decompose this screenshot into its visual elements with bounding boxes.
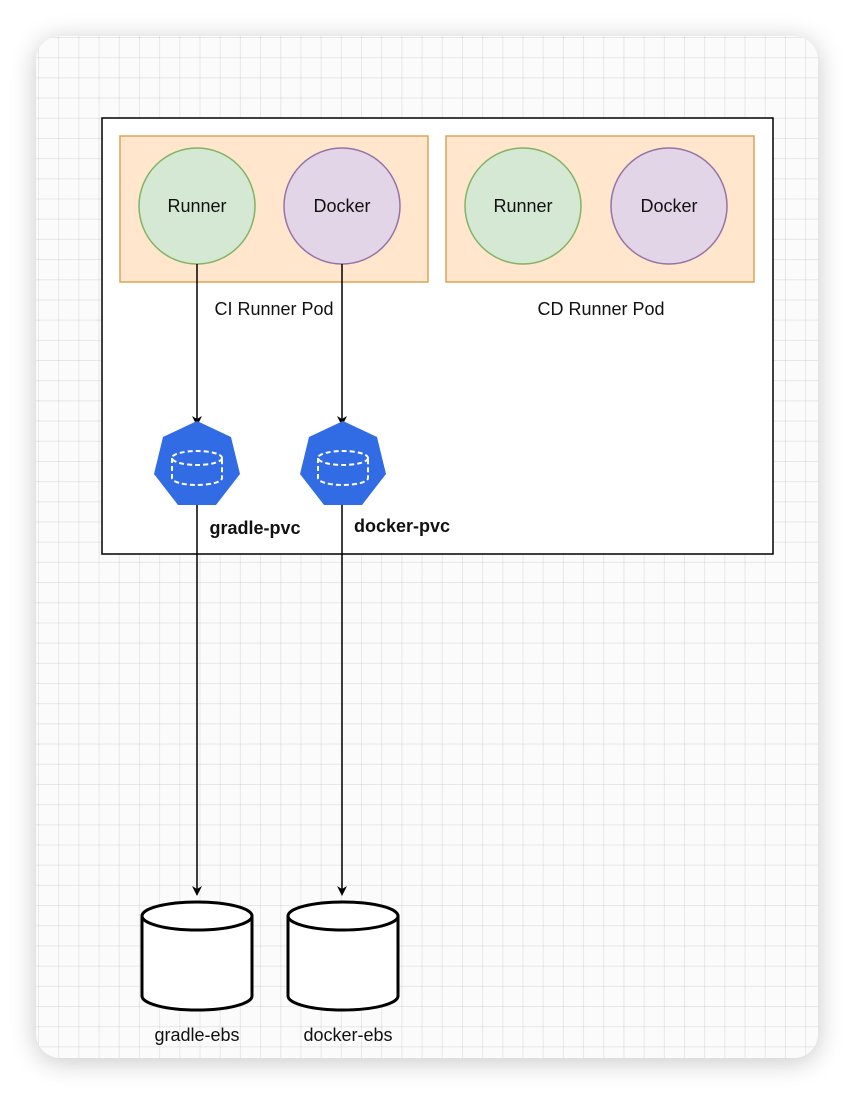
- cd-runner-pod-label: CD Runner Pod: [537, 299, 664, 319]
- docker-pvc[interactable]: docker-pvc: [300, 421, 450, 536]
- database-cylinder-icon: [286, 900, 400, 1012]
- ci-docker-label: Docker: [313, 196, 370, 216]
- database-cylinder-icon: [140, 900, 254, 1012]
- cd-runner-label: Runner: [493, 196, 552, 216]
- gradle-pvc-label: gradle-pvc: [209, 518, 300, 538]
- cd-docker-container[interactable]: [610, 147, 728, 265]
- ci-runner-pod-label: CI Runner Pod: [214, 299, 333, 319]
- docker-pvc-label: docker-pvc: [354, 516, 450, 536]
- cd-docker-label: Docker: [640, 196, 697, 216]
- docker-ebs-label: docker-ebs: [303, 1025, 392, 1045]
- cd-runner-container[interactable]: [464, 147, 582, 265]
- gradle-pvc[interactable]: gradle-pvc: [154, 421, 301, 538]
- gradle-ebs-label: gradle-ebs: [154, 1025, 239, 1045]
- ci-runner-label: Runner: [167, 196, 226, 216]
- kubernetes-pvc-icon: [300, 421, 386, 505]
- docker-ebs[interactable]: docker-ebs: [286, 900, 400, 1045]
- kubernetes-pvc-icon: [154, 421, 240, 505]
- gradle-ebs[interactable]: gradle-ebs: [140, 900, 254, 1045]
